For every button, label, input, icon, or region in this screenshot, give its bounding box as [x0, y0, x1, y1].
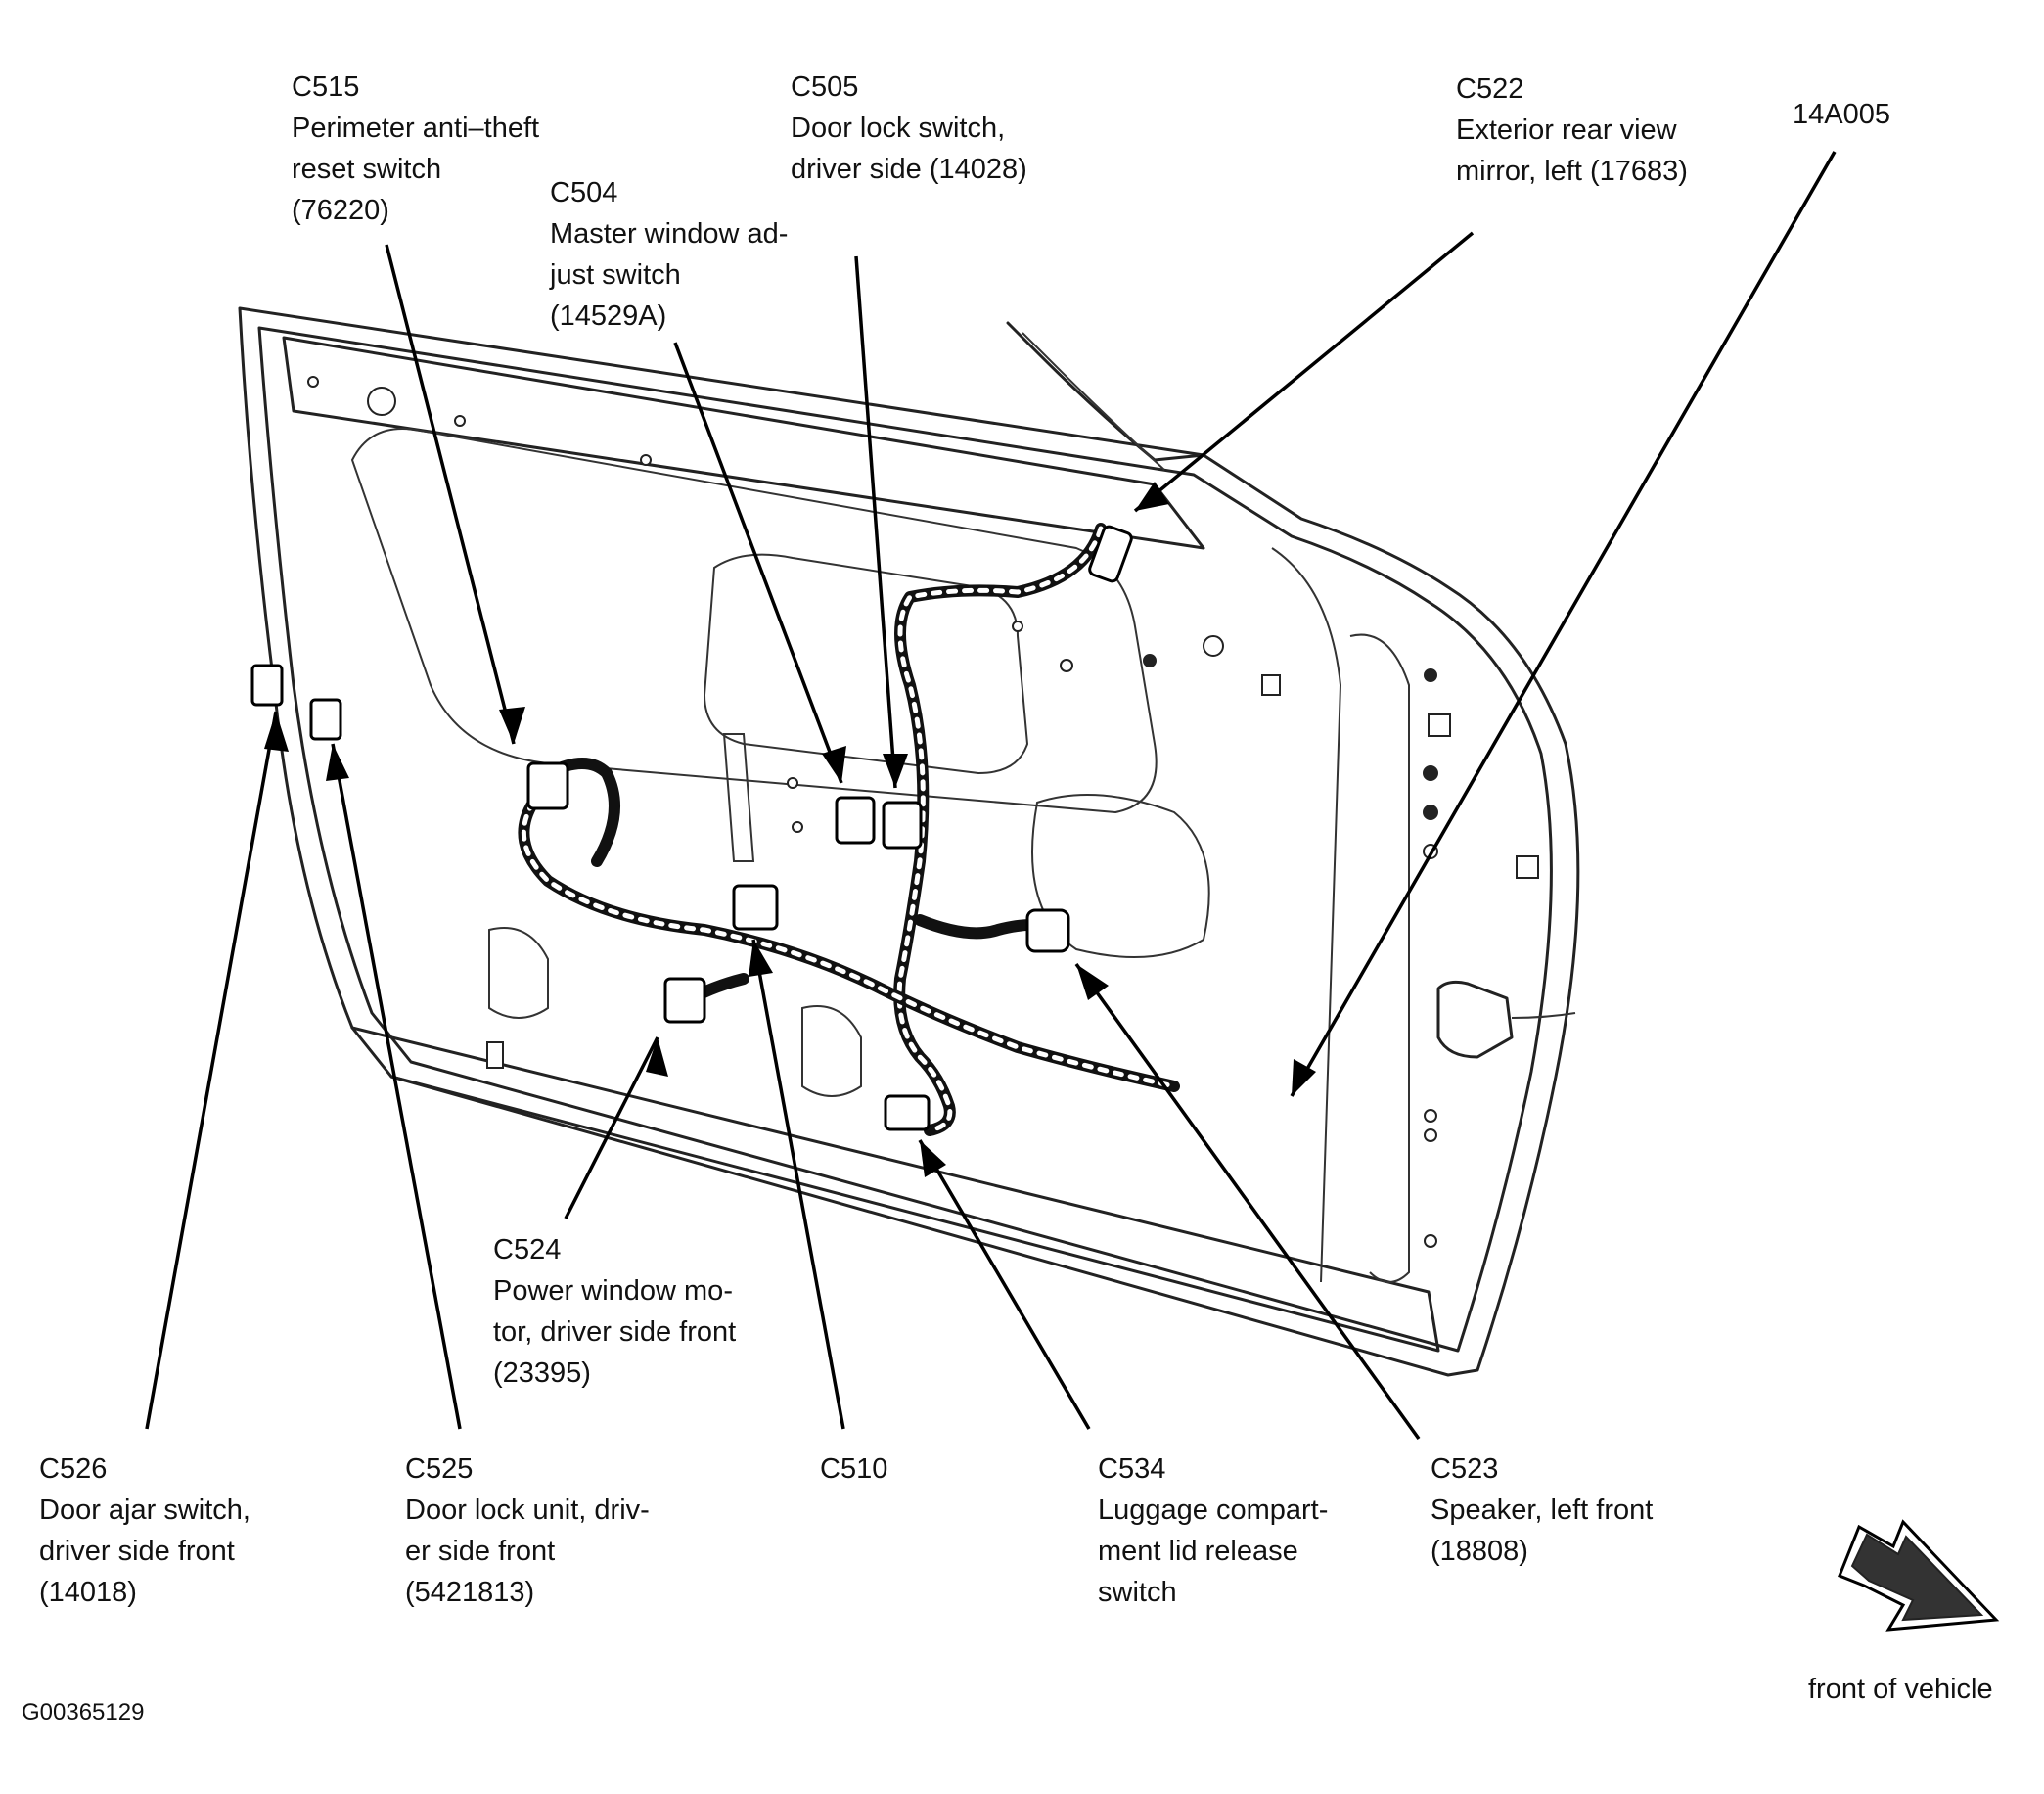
c523-connector: [1025, 908, 1070, 953]
callout-line: Master window ad-: [550, 218, 789, 250]
callout-line: driver side front: [39, 1536, 235, 1567]
callout-c515: C515 Perimeter anti–theft reset switch (…: [292, 67, 539, 231]
callout-line: (14018): [39, 1577, 137, 1608]
c526-leader: [145, 711, 278, 1430]
callout-c504: C504 Master window ad- just switch (1452…: [550, 172, 788, 337]
c524-connector: [663, 977, 706, 1024]
callout-line: Door ajar switch,: [39, 1495, 250, 1526]
c524-leader: [564, 1036, 659, 1219]
c526-connector: [250, 664, 284, 707]
callout-code: C526: [39, 1453, 108, 1485]
c525-connector: [309, 698, 342, 741]
callout-line: reset switch: [292, 154, 442, 185]
c505-connector: [882, 801, 923, 850]
c510-connector: [732, 884, 779, 931]
leader-lines: [145, 151, 1837, 1441]
c525-arrowhead: [326, 744, 349, 781]
callout-line: Luggage compart-: [1098, 1495, 1329, 1526]
c525-leader: [331, 743, 462, 1430]
callout-line: just switch: [550, 259, 681, 291]
callout-line: (5421813): [405, 1577, 535, 1608]
c522-connector: [1088, 525, 1133, 583]
callout-line: (76220): [292, 195, 389, 226]
callout-line: driver side (14028): [791, 154, 1027, 185]
callout-line: Perimeter anti–theft: [292, 113, 540, 144]
door-inner-panel: [238, 306, 1580, 1377]
c534-connector: [884, 1094, 931, 1131]
c523-leader: [1074, 962, 1421, 1441]
c504-arrowhead: [822, 746, 846, 783]
c522-arrowhead: [1135, 482, 1169, 511]
callout-code: C534: [1098, 1453, 1166, 1485]
callout-code: C525: [405, 1453, 474, 1485]
callout-c505: C505 Door lock switch, driver side (1402…: [791, 67, 1027, 190]
callout-line: ment lid release: [1098, 1536, 1298, 1567]
figure-id: G00365129: [22, 1699, 145, 1725]
c524-arrowhead: [646, 1037, 668, 1077]
c515-connector: [526, 761, 569, 810]
callout-c524: C524 Power window mo- tor, driver side f…: [493, 1229, 736, 1394]
h14a005-arrowhead: [1292, 1059, 1316, 1096]
callout-code: C523: [1431, 1453, 1499, 1485]
front-of-vehicle-label: front of vehicle: [1808, 1674, 1993, 1705]
callout-code: C505: [791, 71, 859, 103]
callout-line: Power window mo-: [493, 1275, 733, 1307]
callout-line: mirror, left (17683): [1456, 156, 1688, 187]
c526-arrowhead: [264, 712, 289, 752]
callout-line: (14529A): [550, 300, 667, 332]
callout-line: Speaker, left front: [1431, 1495, 1654, 1526]
c515-leader: [385, 244, 516, 745]
callout-code: C504: [550, 177, 618, 208]
callout-line: Exterior rear view: [1456, 115, 1677, 146]
callout-line: tor, driver side front: [493, 1316, 737, 1348]
callout-line: Door lock switch,: [791, 113, 1006, 144]
callout-line: (23395): [493, 1357, 591, 1389]
c523-arrowhead: [1076, 964, 1109, 1000]
c534-leader: [918, 1139, 1091, 1430]
front-of-vehicle-arrow-icon: [1838, 1519, 2000, 1632]
connectors: [250, 525, 1133, 1131]
callout-c522: C522 Exterior rear view mirror, left (17…: [1456, 69, 1688, 192]
callout-line: Door lock unit, driv-: [405, 1495, 650, 1526]
c510-arrowhead: [749, 940, 773, 977]
callout-code: C524: [493, 1234, 562, 1265]
callout-c534: C534 Luggage compart- ment lid release s…: [1098, 1449, 1328, 1613]
callout-14a005: 14A005: [1793, 94, 1890, 135]
callout-line: er side front: [405, 1536, 556, 1567]
c504-connector: [835, 796, 876, 845]
callout-line: (18808): [1431, 1536, 1528, 1567]
callout-c523: C523 Speaker, left front (18808): [1431, 1449, 1653, 1572]
callout-code: C515: [292, 71, 360, 103]
c510-leader: [751, 939, 845, 1430]
c505-arrowhead: [883, 754, 908, 788]
callout-c510: C510: [820, 1449, 887, 1490]
callout-c525: C525 Door lock unit, driv- er side front…: [405, 1449, 650, 1613]
c504-leader: [673, 342, 843, 784]
callout-code: C522: [1456, 73, 1524, 105]
c534-arrowhead: [920, 1140, 946, 1177]
callout-code: 14A005: [1793, 99, 1890, 130]
callout-c526: C526 Door ajar switch, driver side front…: [39, 1449, 250, 1613]
callout-line: switch: [1098, 1577, 1177, 1608]
c522-leader: [1133, 231, 1475, 513]
h14a005-leader: [1290, 151, 1837, 1097]
callout-code: C510: [820, 1453, 888, 1485]
c505-leader: [854, 255, 897, 789]
c515-arrowhead: [499, 707, 525, 744]
